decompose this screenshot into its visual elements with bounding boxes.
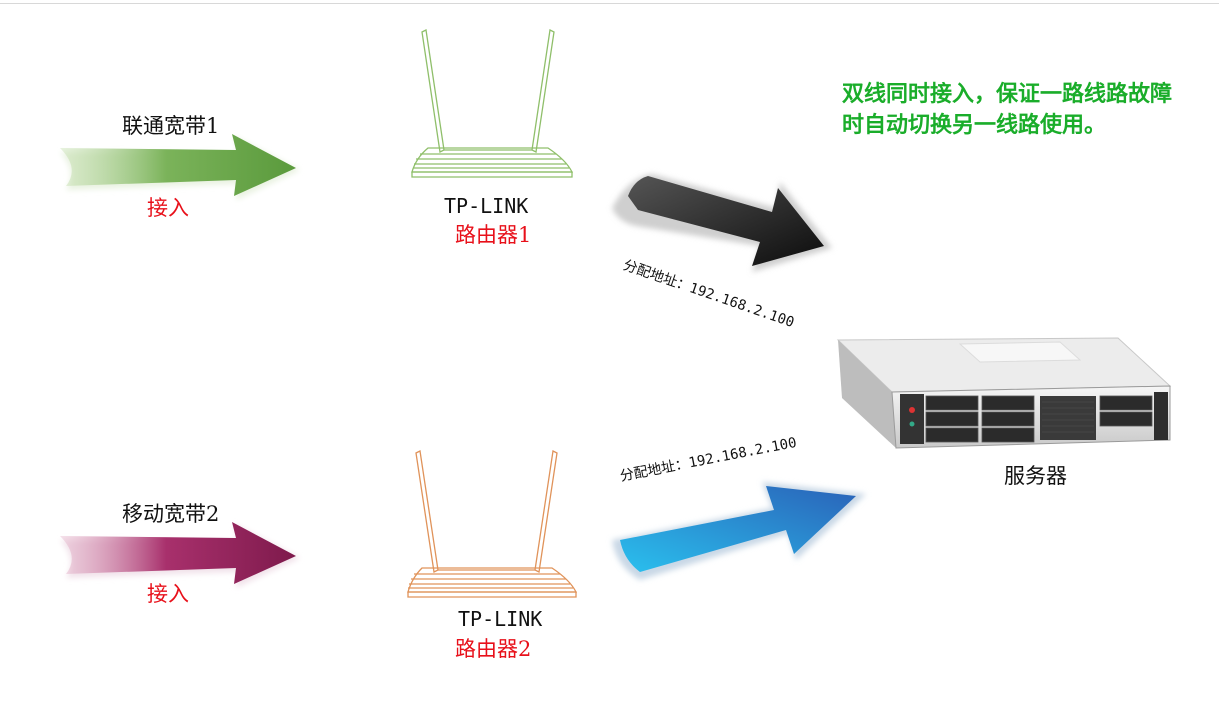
isp1-arrow (60, 134, 300, 200)
isp2-arrow (60, 522, 300, 588)
router2-icon (407, 450, 578, 598)
isp1-action-label: 接入 (147, 196, 189, 220)
top-divider (0, 3, 1219, 4)
server-icon (836, 337, 1172, 449)
router2-label: 路由器2 (455, 637, 532, 661)
isp2-label: 移动宽带2 (122, 502, 220, 526)
router1-label: 路由器1 (455, 223, 532, 247)
router2-brand: TP-LINK (458, 607, 543, 631)
note-line-2: 时自动切换另一线路使用。 (842, 113, 1107, 138)
link1-arrow (612, 174, 832, 272)
link2-arrow (612, 482, 866, 580)
router1-icon (411, 29, 574, 178)
isp1-label: 联通宽带1 (122, 114, 220, 138)
note-line-1: 双线同时接入，保证一路线路故障 (842, 82, 1173, 107)
router1-brand: TP-LINK (444, 194, 529, 218)
server-label: 服务器 (1004, 464, 1067, 488)
isp2-action-label: 接入 (147, 582, 189, 606)
